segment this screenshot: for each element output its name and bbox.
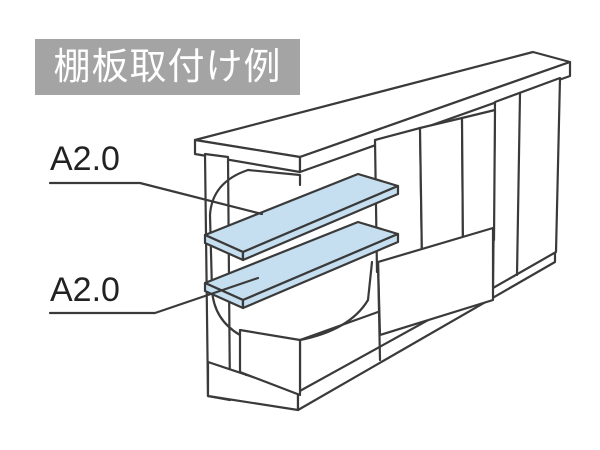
title-badge: 棚板取付け例 <box>35 39 300 95</box>
upper-shelf-side <box>241 184 400 262</box>
inner-lower-wall <box>238 328 302 397</box>
lower-shelf-side <box>241 232 400 310</box>
leader-line-upper <box>48 181 264 216</box>
shelf-label-lower: A2.0 <box>50 271 120 309</box>
roof-side-edge <box>298 60 572 174</box>
leader-line-lower <box>48 276 260 315</box>
shelf-label-upper: A2.0 <box>50 140 120 178</box>
back-wall-panel-right <box>460 108 497 250</box>
right-side-wall <box>491 76 562 290</box>
